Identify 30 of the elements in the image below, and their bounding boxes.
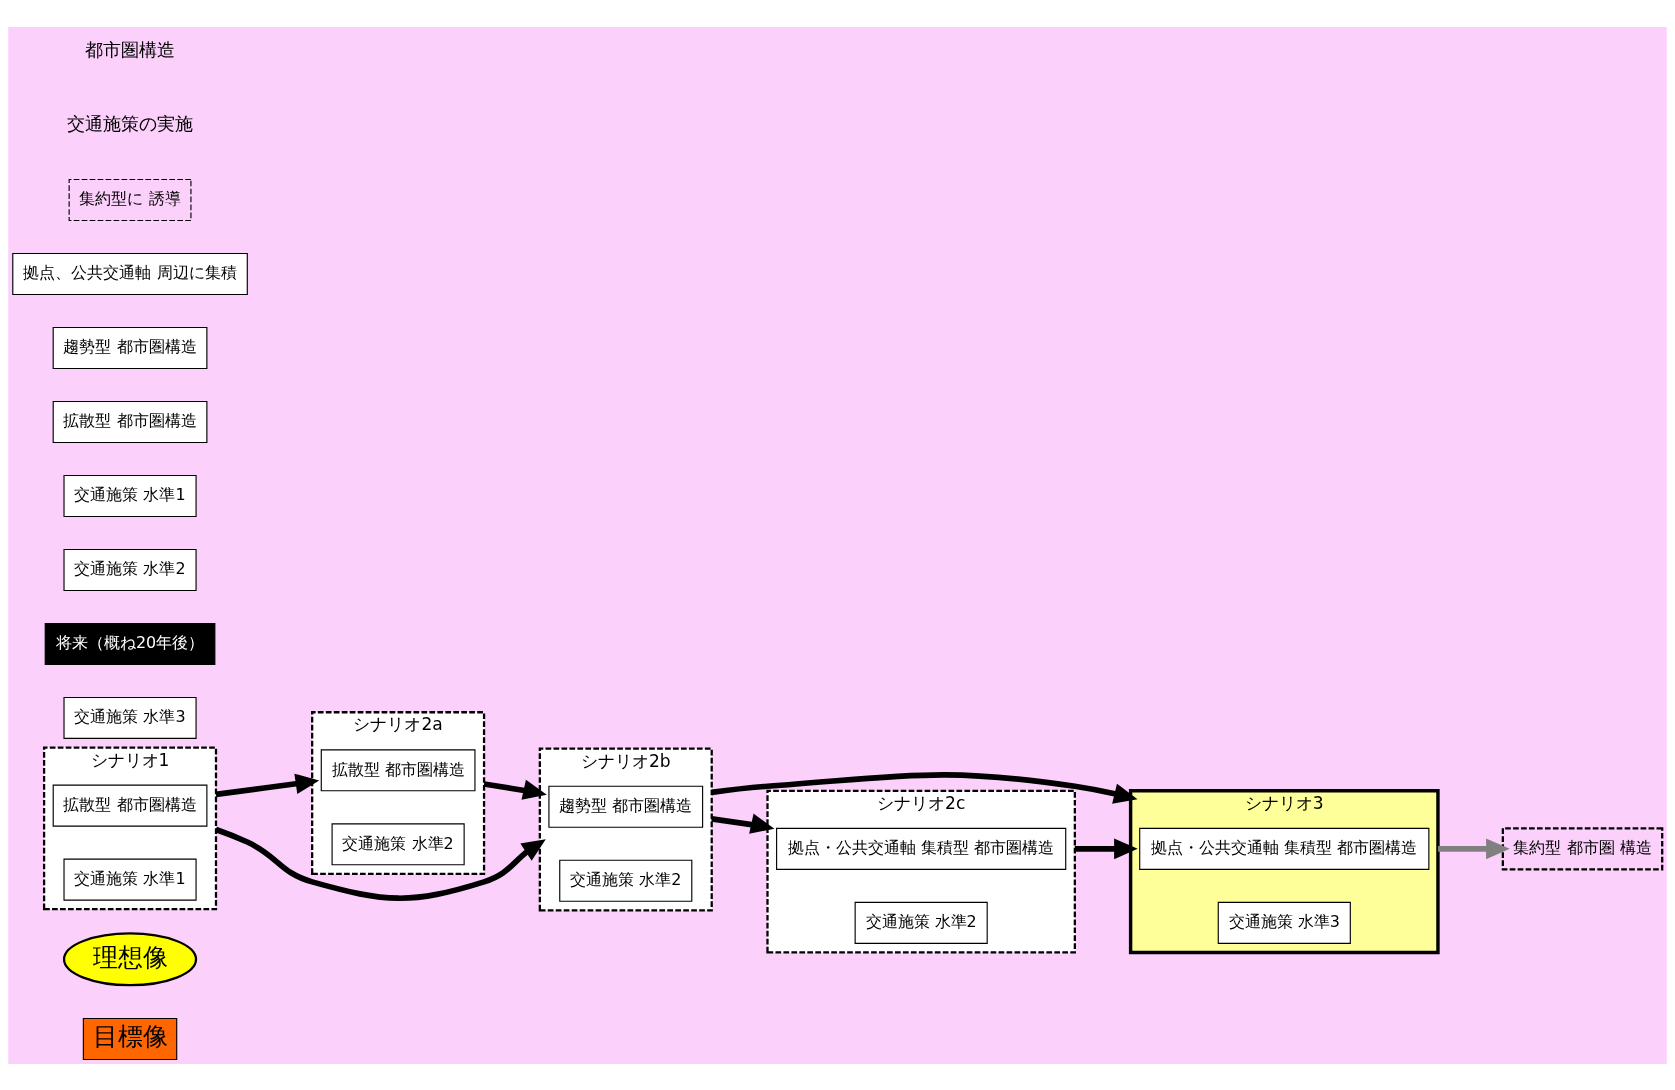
node-box: 交通施策 水準2 <box>63 548 197 591</box>
node-box: 集約型に 誘導 <box>68 178 192 221</box>
node-box: 交通施策 水準2 <box>559 859 693 902</box>
label: 交通施策の実施 <box>67 112 194 134</box>
node-box: 拡散型 都市圏構造 <box>320 748 476 791</box>
node-ellipse: 理想像 <box>62 931 198 986</box>
node-box: 交通施策 水準1 <box>63 474 197 517</box>
node-box: 交通施策 水準1 <box>63 858 197 901</box>
node-box: 将来（概ね20年後） <box>44 622 216 665</box>
arrow <box>711 813 775 834</box>
node-box: 交通施策 水準3 <box>63 696 197 739</box>
node-box: 交通施策 水準2 <box>854 901 988 944</box>
arrow <box>711 771 1138 804</box>
node-box: 拠点、公共交通軸 周辺に集積 <box>12 252 248 295</box>
node-box: 拡散型 都市圏構造 <box>52 784 208 827</box>
arrow <box>483 779 547 800</box>
node-box: 交通施策 水準3 <box>1217 901 1351 944</box>
arrow <box>215 773 320 797</box>
node-box: 拡散型 都市圏構造 <box>52 400 208 443</box>
arrow <box>215 826 546 901</box>
arrow <box>1074 838 1138 859</box>
node-box: 趨勢型 都市圏構造 <box>548 785 704 828</box>
node-box: 拠点・公共交通軸 集積型 都市圏構造 <box>1139 827 1430 870</box>
node-box: 集約型 都市圏 構造 <box>1501 826 1664 870</box>
label: 都市圏構造 <box>85 38 176 60</box>
node-box: 目標像 <box>82 1017 178 1060</box>
node-box: 拠点・公共交通軸 集積型 都市圏構造 <box>776 827 1067 870</box>
arrow <box>1437 838 1510 859</box>
node-box: 交通施策 水準2 <box>331 822 465 865</box>
node-box: 趨勢型 都市圏構造 <box>52 326 208 369</box>
